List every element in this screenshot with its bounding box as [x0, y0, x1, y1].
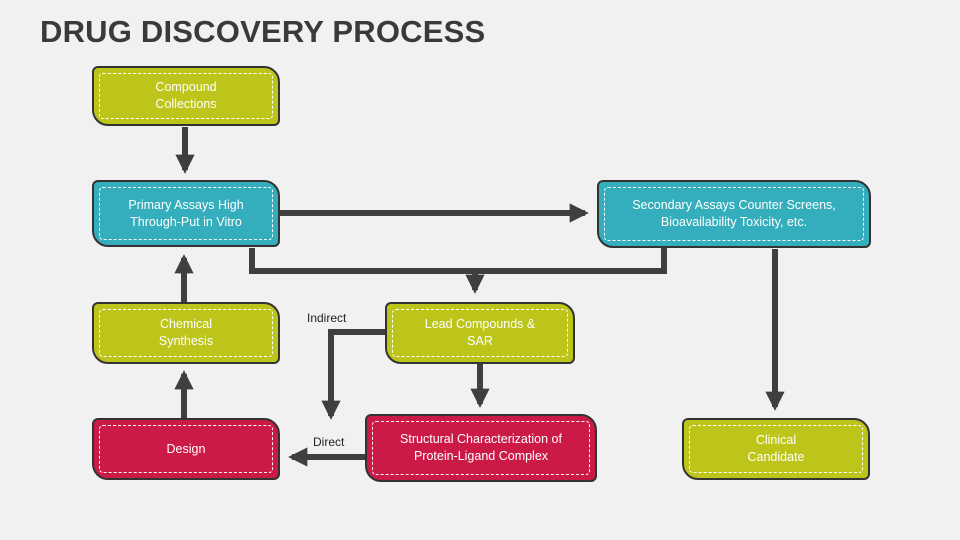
node-primary-assays: Primary Assays High Through-Put in Vitro	[92, 180, 280, 247]
arrow-primary-to-lead	[249, 248, 485, 294]
node-label-line2: Protein-Ligand Complex	[413, 449, 549, 463]
node-label-line2: Bioavailability Toxicity, etc.	[660, 215, 808, 229]
node-label-line1: Chemical	[159, 317, 213, 331]
node-label-line2: Through-Put in Vitro	[130, 214, 242, 229]
node-structural-characterization: Structural Characterization of Protein-L…	[365, 414, 597, 482]
node-label-line2: Synthesis	[158, 334, 214, 348]
node-design: Design	[92, 418, 280, 480]
node-lead-compounds: Lead Compounds & SAR	[385, 302, 575, 364]
node-label-line1: Clinical	[755, 433, 797, 447]
line-secondary-to-lead	[475, 248, 667, 274]
node-chemical-synthesis: Chemical Synthesis	[92, 302, 280, 364]
node-secondary-assays: Secondary Assays Counter Screens, Bioava…	[597, 180, 871, 248]
node-label-line1: Secondary Assays Counter Screens,	[632, 198, 836, 212]
node-label-line1: Structural Characterization of	[400, 432, 562, 446]
arrow-indirect	[321, 329, 385, 420]
node-label-line1: Design	[166, 441, 206, 456]
node-clinical-candidate: Clinical Candidate	[682, 418, 870, 480]
node-label-line1: Primary Assays High	[128, 197, 244, 212]
node-compound-collections: Compound Collections	[92, 66, 280, 126]
node-label-line1: Lead Compounds &	[424, 317, 536, 331]
node-label-line2: Collections	[155, 97, 217, 111]
page-title: DRUG DISCOVERY PROCESS	[40, 14, 486, 49]
edge-label-indirect: Indirect	[307, 311, 347, 325]
node-label-line1: Compound	[155, 80, 217, 94]
edge-label-direct: Direct	[313, 435, 345, 449]
node-label-line2: Candidate	[747, 450, 805, 464]
node-label-line2: SAR	[467, 334, 493, 348]
